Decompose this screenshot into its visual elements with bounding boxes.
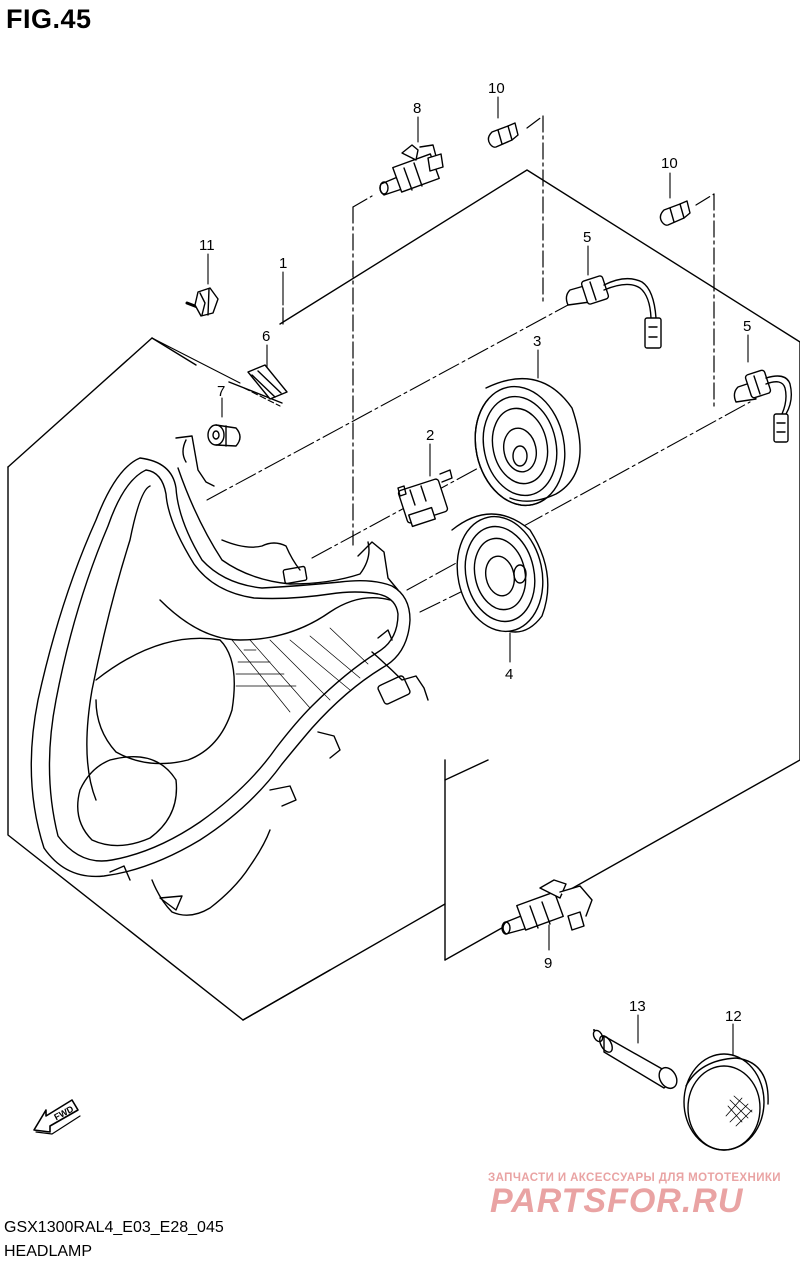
callout-5a: 5 xyxy=(583,229,591,246)
part-1-headlamp-housing xyxy=(30,435,429,916)
part-5-socket-harness-b xyxy=(733,369,793,443)
callout-11: 11 xyxy=(199,237,215,254)
watermark-brand: PARTSFOR.RU xyxy=(490,1182,744,1220)
figure-name: HEADLAMP xyxy=(4,1243,93,1260)
leader-lines xyxy=(151,96,751,1056)
part-12-cap xyxy=(683,1053,769,1151)
callout-7: 7 xyxy=(217,383,225,400)
part-7-grommet xyxy=(207,424,241,447)
callout-3: 3 xyxy=(533,333,541,350)
part-11-bolt xyxy=(185,287,219,317)
figure-title: FIG.45 xyxy=(6,4,92,34)
callout-8: 8 xyxy=(413,100,421,117)
callout-9: 9 xyxy=(544,955,552,972)
fwd-arrow-icon: FWD xyxy=(33,1099,81,1135)
callout-1: 1 xyxy=(279,255,287,272)
part-6-label-sticker xyxy=(247,364,288,400)
model-code: GSX1300RAL4_E03_E28_045 xyxy=(4,1219,224,1236)
callout-10b: 10 xyxy=(661,155,678,172)
callouts: 1 2 3 4 5 5 6 7 8 9 10 10 11 12 13 xyxy=(199,80,751,1025)
part-10-position-bulb-b xyxy=(659,200,691,226)
part-9-headlight-bulb xyxy=(501,879,593,935)
callout-2: 2 xyxy=(426,427,434,444)
part-8-headlight-bulb xyxy=(379,144,444,196)
callout-10a: 10 xyxy=(488,80,505,97)
callout-6: 6 xyxy=(262,328,270,345)
callout-4: 4 xyxy=(505,666,513,683)
part-13-collar xyxy=(592,1029,678,1090)
callout-12: 12 xyxy=(725,1008,742,1025)
part-10-position-bulb-a xyxy=(487,122,519,148)
part-3-reflector-cover xyxy=(474,377,581,507)
callout-5b: 5 xyxy=(743,318,751,335)
callout-13: 13 xyxy=(629,998,646,1015)
part-4-reflector-cover xyxy=(451,513,549,633)
part-2-bulb-socket xyxy=(397,469,453,528)
part-5-socket-harness-a xyxy=(565,275,662,349)
watermark-tagline: ЗАПЧАСТИ И АКСЕССУАРЫ ДЛЯ МОТОТЕХНИКИ xyxy=(488,1172,781,1184)
